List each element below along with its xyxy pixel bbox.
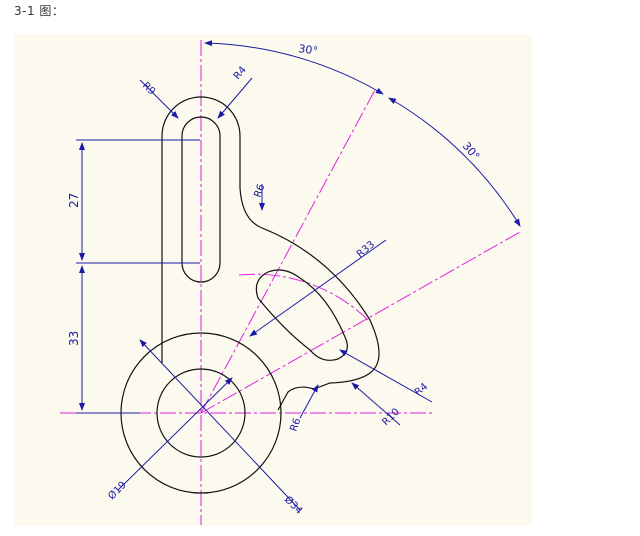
inner-hole [156, 368, 246, 458]
figure-caption: 3-1 图： [14, 4, 65, 18]
r33-leader [249, 239, 387, 337]
r10-leader [351, 382, 401, 426]
dia-34-label: Ø34 [282, 494, 305, 517]
angle-arc-right [388, 97, 521, 227]
angle-top-label: 30° [298, 42, 319, 58]
angle-arc-top [204, 40, 384, 95]
r4-top-label: R4 [232, 65, 249, 82]
vertical-slot [181, 116, 221, 283]
r6-lower-leader [299, 384, 319, 419]
r6-upper-label: R6 [252, 183, 267, 199]
len-27-label: 27 [67, 193, 81, 208]
r4-right-leader [339, 349, 433, 403]
angled-centerline-30 [200, 231, 521, 414]
r33-arc-centerline [238, 273, 369, 321]
r6-lower-label: R6 [288, 417, 303, 433]
cad-drawing-canvas: 30° 30° R9 R4 R6 R33 27 33 R4 R10 R6 Ø19… [14, 34, 532, 526]
dia-19-leader [117, 377, 233, 491]
len-33-label: 33 [67, 331, 81, 346]
center-lines [60, 40, 521, 525]
r4-top-leader [217, 77, 253, 119]
angle-right-label: 30° [460, 140, 482, 163]
r9-leader [139, 79, 179, 119]
dimension-lines [76, 40, 521, 511]
dia-34-leader [139, 339, 301, 511]
r10-label: R10 [380, 406, 402, 428]
arc-slot [255, 269, 348, 361]
r33-label: R33 [355, 239, 377, 260]
r4-right-label: R4 [413, 381, 430, 398]
angled-centerline-60 [200, 87, 377, 414]
cad-drawing: 30° 30° R9 R4 R6 R33 27 33 R4 R10 R6 Ø19… [60, 40, 521, 525]
part-outline [120, 96, 380, 494]
arm-contour [161, 96, 380, 411]
